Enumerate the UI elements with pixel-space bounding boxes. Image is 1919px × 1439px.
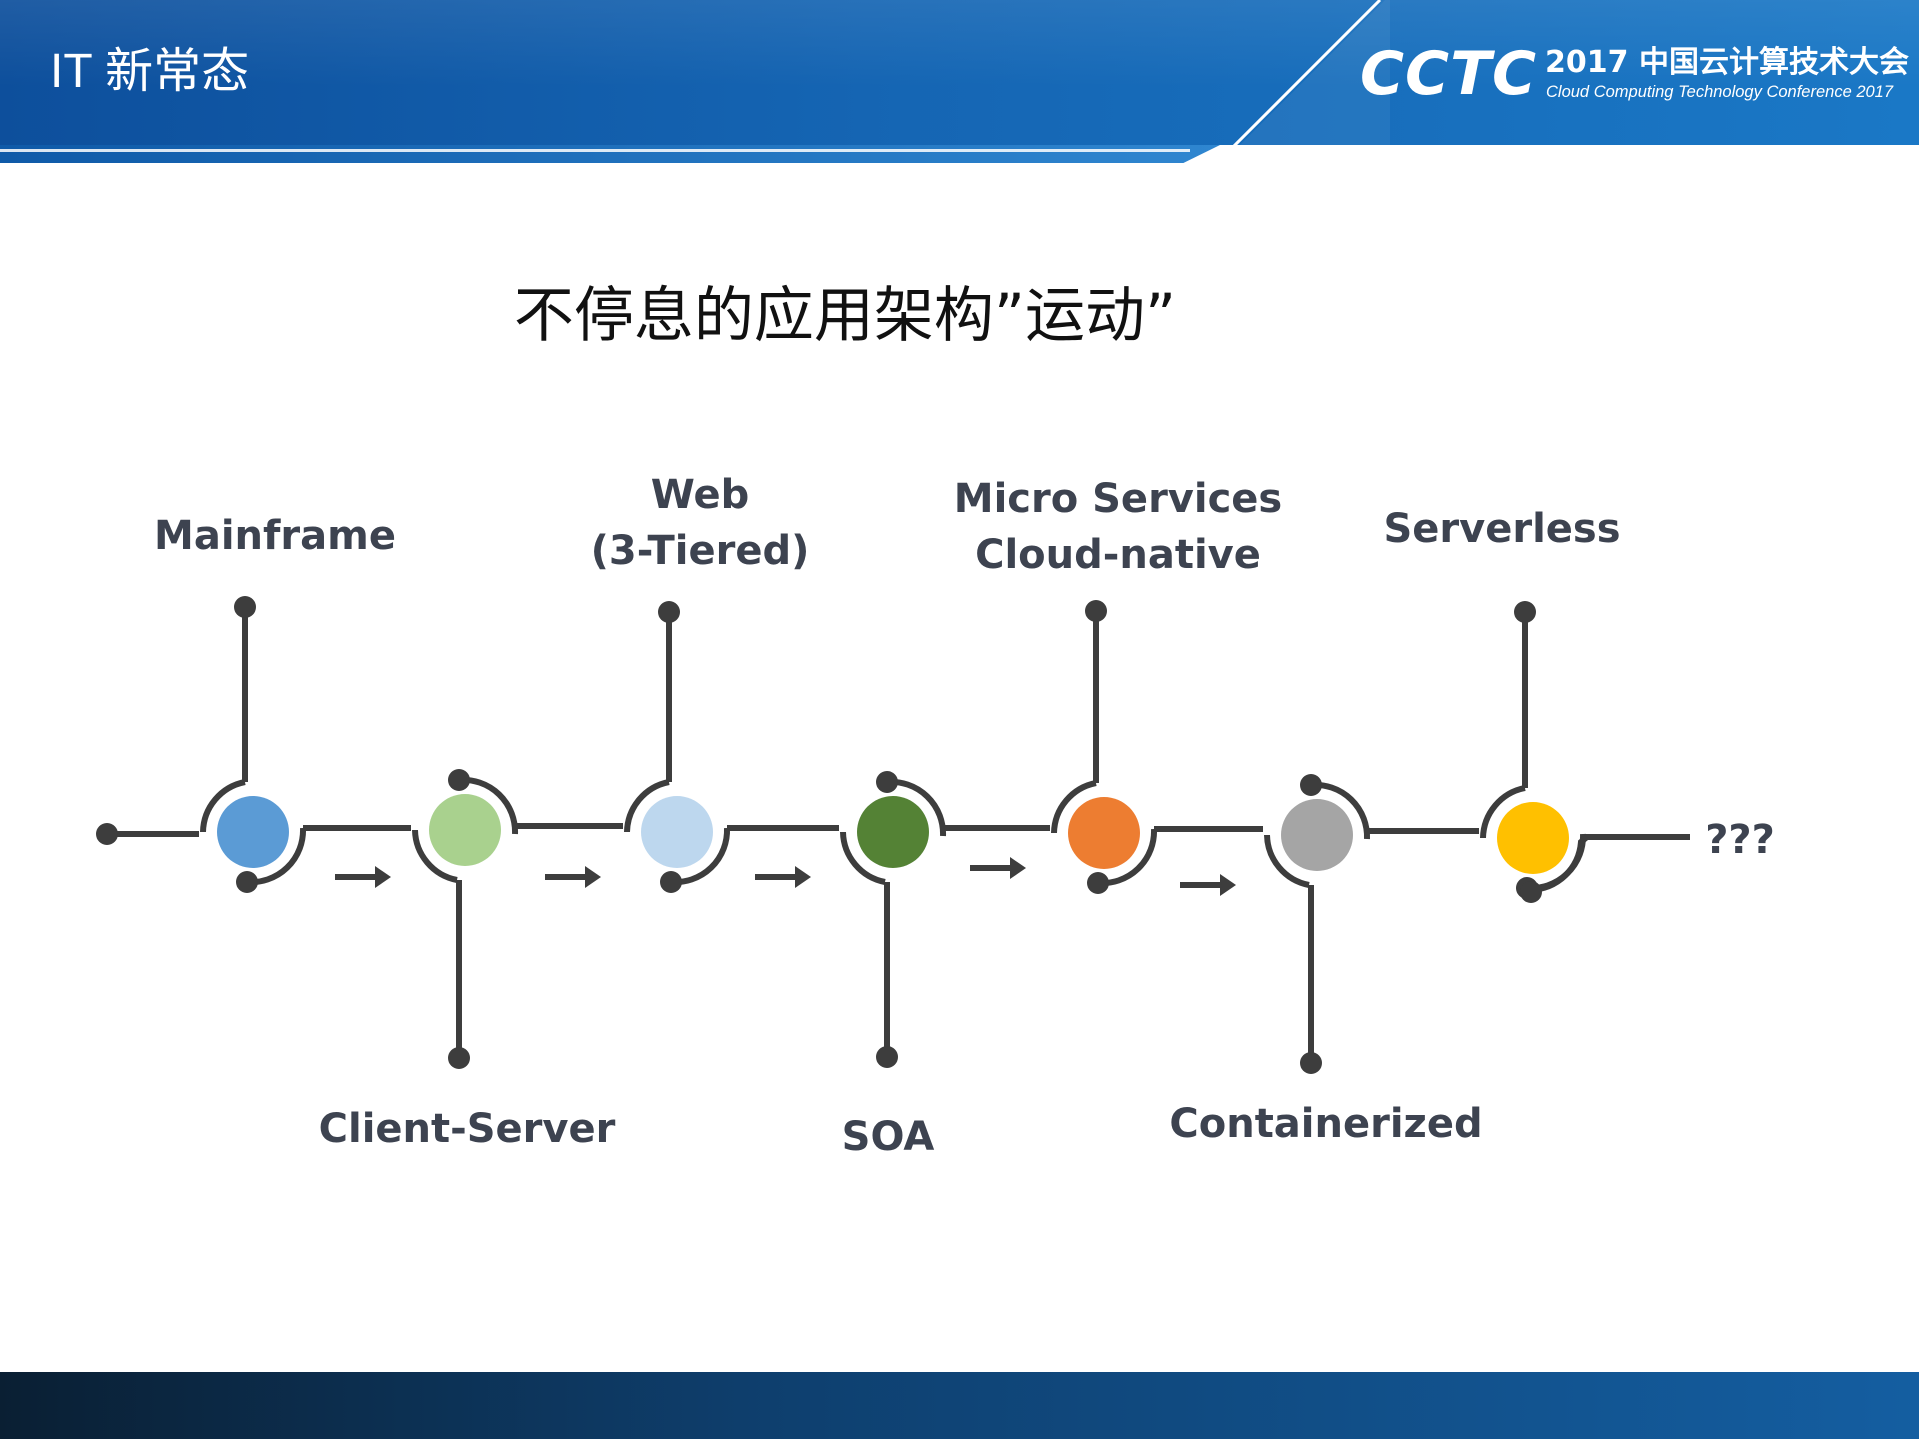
cup-end-dot <box>1087 872 1109 894</box>
stem-bottom-dot <box>876 1046 898 1068</box>
header-sheen <box>0 0 1919 145</box>
progress-arrows <box>335 857 1236 896</box>
stem-top-dot <box>658 601 680 623</box>
conference-logo: CCTC 2017 中国云计算技术大会 Cloud Computing Tech… <box>1360 39 1909 112</box>
label-containerized: Containerized <box>1169 1101 1482 1147</box>
tail-end-dot <box>1520 881 1542 903</box>
label-web: Web <box>651 472 749 518</box>
label-unknown-future: ??? <box>1705 817 1775 863</box>
section-title: IT 新常态 <box>50 45 250 98</box>
node-soa <box>857 796 929 868</box>
evolution-track <box>96 769 1690 903</box>
header-slash-decoration <box>1232 0 1390 145</box>
progress-arrow-icon <box>970 857 1026 879</box>
cup-end-dot <box>1300 774 1322 796</box>
label-micro-services: Micro Services <box>954 476 1282 522</box>
header-underline <box>0 145 1220 163</box>
label-web-line2: (3-Tiered) <box>591 528 810 574</box>
track-start-dot <box>96 823 118 845</box>
label-micro-services-line2: Cloud-native <box>975 532 1261 578</box>
header-underline-highlight <box>0 149 1190 152</box>
label-mainframe: Mainframe <box>154 513 396 559</box>
node-serverless <box>1497 802 1569 874</box>
node-client-server <box>429 794 501 866</box>
stem-top-dot <box>234 596 256 618</box>
progress-arrow-icon <box>1180 874 1236 896</box>
progress-arrow-icon <box>545 866 601 888</box>
logo-title: 2017 中国云计算技术大会 <box>1545 45 1909 80</box>
stem-bottom-dot <box>448 1047 470 1069</box>
cup-end-dot <box>876 771 898 793</box>
label-serverless: Serverless <box>1383 506 1620 552</box>
progress-arrow-icon <box>335 866 391 888</box>
stage-connectors <box>234 596 1536 1074</box>
slide-title: 不停息的应用架构”运动” <box>513 281 1177 351</box>
stage-nodes <box>217 794 1569 874</box>
label-soa: SOA <box>842 1114 935 1160</box>
footer-bar <box>0 1372 1919 1439</box>
node-micro-services <box>1068 797 1140 869</box>
node-web <box>641 796 713 868</box>
stem-top-dot <box>1085 600 1107 622</box>
cup-end-dot <box>660 871 682 893</box>
node-mainframe <box>217 796 289 868</box>
logo-subtitle: Cloud Computing Technology Conference 20… <box>1546 83 1894 101</box>
label-client-server: Client-Server <box>319 1106 616 1152</box>
stem-bottom-dot <box>1300 1052 1322 1074</box>
logo-mark: CCTC <box>1360 39 1538 109</box>
stem-top-dot <box>1514 601 1536 623</box>
node-containerized <box>1281 799 1353 871</box>
cup-end-dot <box>236 871 258 893</box>
header-bar: IT 新常态 CCTC 2017 中国云计算技术大会 Cloud Computi… <box>0 0 1919 145</box>
progress-arrow-icon <box>755 866 811 888</box>
cup-end-dot <box>448 769 470 791</box>
